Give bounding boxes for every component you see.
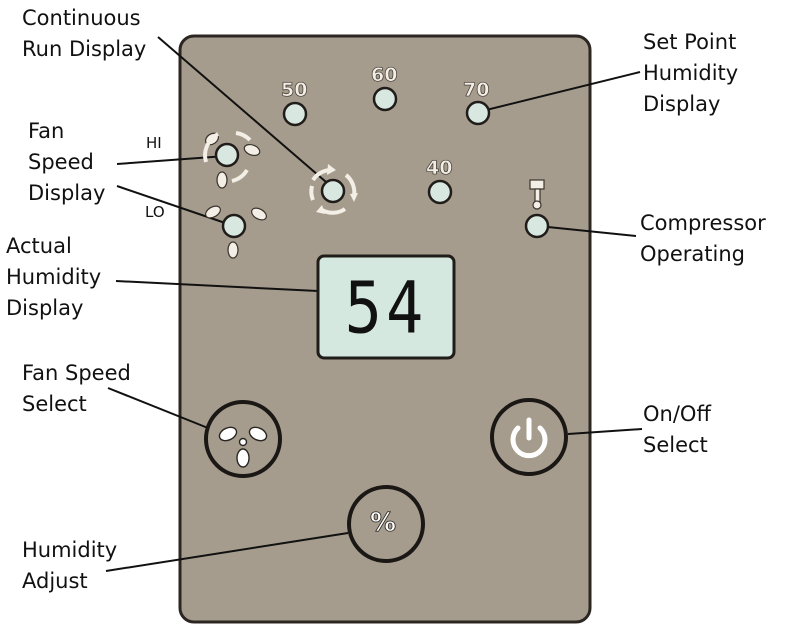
percent-icon: % [370,508,397,539]
leader-fan-hi [116,155,227,165]
fan-button-icon [218,426,268,468]
actual-humidity-value: 54 [344,265,428,349]
circular-arrows-icon [309,164,358,215]
led-set-50 [282,101,308,127]
led-fan-lo [221,213,247,239]
leader-actual-humidity [115,280,319,292]
led-continuous-run [320,178,346,204]
actual-humidity-callout: Actual Humidity Display [6,234,102,320]
led-fan-hi [214,142,240,168]
leader-set-point [477,71,641,113]
humidity-lcd-window [316,254,456,360]
leader-fan-speed-select [107,387,209,429]
compressor-icon [529,179,545,210]
set-50-label: 50 [281,79,308,102]
led-set-40 [427,179,453,205]
fan-speed-select-callout: Fan Speed Select [22,361,131,416]
leader-fan-lo [116,185,235,227]
lo-label: LO [145,203,165,221]
humidity-adjust-button[interactable] [347,485,425,563]
leader-continuous-run [157,36,334,189]
fan-hi-icon [203,131,261,189]
fan-speed-display-callout: Fan Speed Display [28,119,106,205]
leader-humidity-adjust [105,532,349,572]
leader-on-off [567,428,643,435]
on-off-callout: On/Off Select [643,402,711,457]
fan-lo-icon [205,205,267,259]
set-60-label: 60 [371,64,398,87]
set-70-label: 70 [463,79,490,102]
leader-compressor [537,225,637,237]
led-set-60 [372,86,398,112]
compressor-callout: Compressor Operating [640,211,766,266]
led-set-70 [465,100,491,126]
continuous-run-callout: Continuous Run Display [22,6,147,61]
set-40-label: 40 [426,157,453,180]
leader-lines [105,36,643,572]
set-point-callout: Set Point Humidity Display [643,30,739,116]
hi-label: HI [146,134,162,152]
led-compressor [524,213,550,239]
power-icon [510,417,548,459]
humidity-adjust-callout: Humidity Adjust [22,538,118,593]
